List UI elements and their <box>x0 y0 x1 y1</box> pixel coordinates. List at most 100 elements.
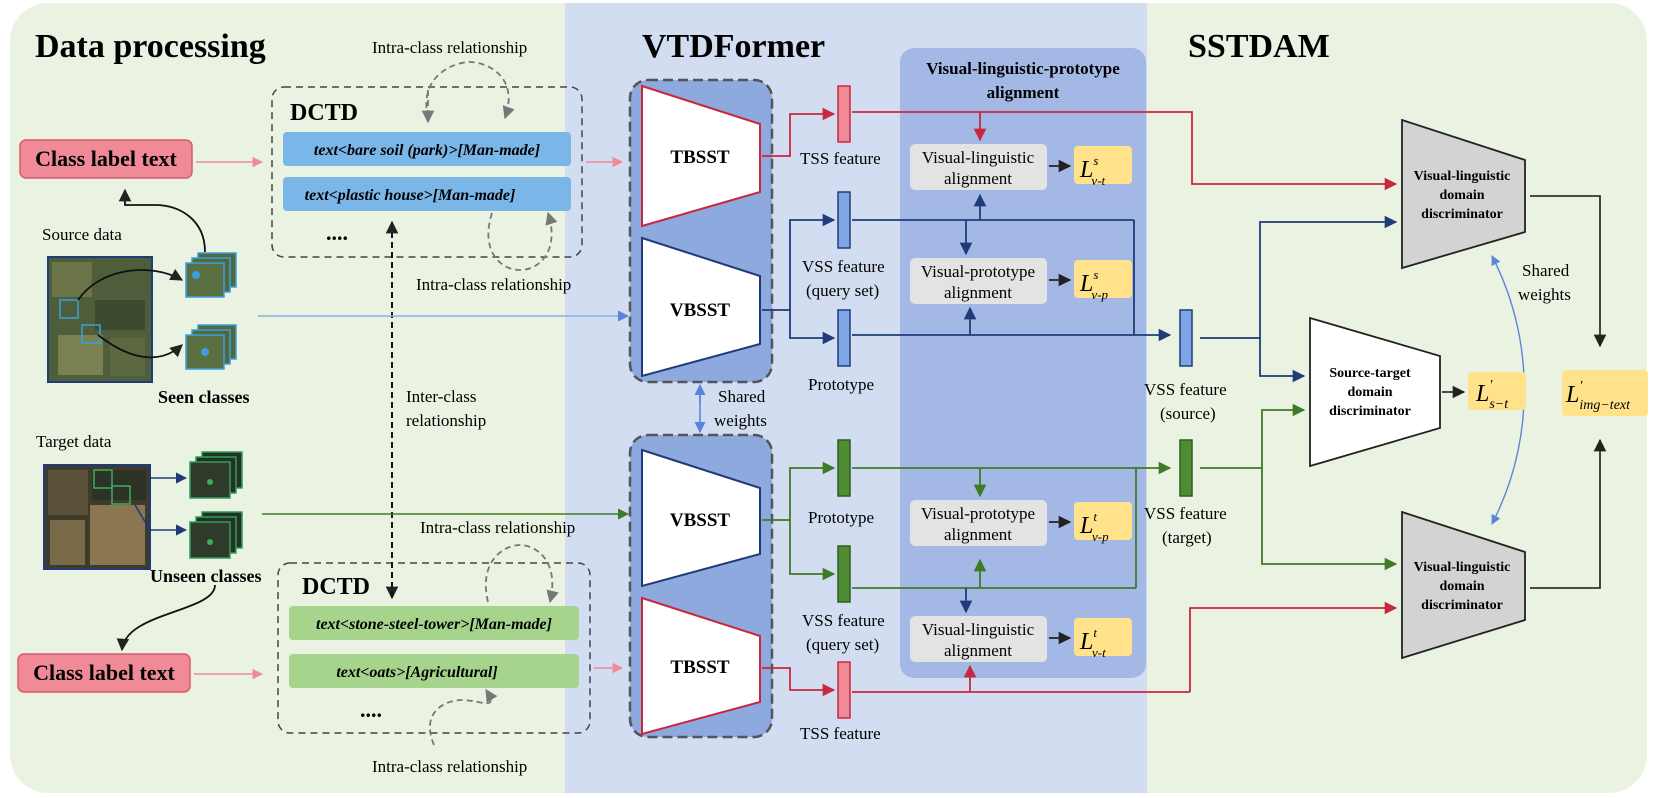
vl-disc-top-line1: Visual-linguistic <box>1414 169 1511 184</box>
tss-feature-bar-top <box>837 85 851 143</box>
svg-text:Lsv-t: Lsv-t <box>1079 153 1106 188</box>
section-title-data-processing: Data processing <box>35 28 266 65</box>
inter-class-label-line1: Inter-class <box>406 387 476 406</box>
class-label-text-top: Class label text <box>35 146 177 171</box>
text-bare-soil: text<bare soil (park)>[Man-made] <box>314 142 540 159</box>
vl-disc-top-line3: discriminator <box>1421 207 1503 222</box>
intra-class-label-4: Intra-class relationship <box>372 757 527 776</box>
svg-text:L'img−text: L'img−text <box>1565 379 1631 413</box>
vl-disc-bottom-line2: domain <box>1439 579 1484 594</box>
source-image <box>47 256 153 383</box>
st-disc-line3: discriminator <box>1329 404 1411 419</box>
st-disc-line1: Source-target <box>1329 366 1411 381</box>
ellipsis-bottom: .... <box>360 697 382 722</box>
seen-classes-label: Seen classes <box>158 387 250 407</box>
vss-source-label-line1: VSS feature <box>1144 380 1227 399</box>
intra-class-label-2: Intra-class relationship <box>416 275 571 294</box>
st-domain-discriminator <box>1309 316 1441 468</box>
svg-text:Lsv-p: Lsv-p <box>1079 267 1109 302</box>
vss-query-bar-top <box>837 191 851 249</box>
vss-source-label-line2: (source) <box>1160 404 1216 423</box>
class-label-box-bottom <box>17 653 191 693</box>
vbsst-bottom <box>641 448 761 588</box>
section-title-vtdformer: VTDFormer <box>642 28 825 65</box>
vss-source-bar <box>1179 309 1193 367</box>
dctd-box-top <box>271 86 583 258</box>
dctd-label-top: DCTD <box>290 100 358 126</box>
text-plastic-house: text<plastic house>[Man-made] <box>305 187 516 204</box>
vss-target-bar <box>1179 439 1193 497</box>
vp-align-box-bottom <box>910 500 1047 546</box>
tbsst-top-label: TBSST <box>670 147 729 168</box>
intra-class-label-1: Intra-class relationship <box>372 38 527 57</box>
vl-align-bottom-line2: alignment <box>944 641 1012 660</box>
vss-query-bar-bottom <box>837 545 851 603</box>
target-patch-stack-1 <box>189 451 243 499</box>
svg-text:L's−t: L's−t <box>1475 378 1509 412</box>
text-oats: text<oats>[Agricultural] <box>336 664 497 681</box>
vlp-title-line1: Visual-linguistic-prototype <box>926 59 1120 78</box>
tbsst-bottom-label: TBSST <box>670 657 729 678</box>
vl-align-bottom-line1: Visual-linguistic <box>922 620 1035 639</box>
st-disc-line2: domain <box>1347 385 1392 400</box>
target-patch-stack-2 <box>189 511 243 559</box>
vss-query-label-top-line2: (query set) <box>806 281 879 300</box>
shared-weights-sst-line2: weights <box>1518 285 1571 304</box>
vbsst-top <box>641 236 761 378</box>
vl-disc-bottom-line1: Visual-linguistic <box>1414 560 1511 575</box>
shared-weights-vtd-line1: Shared <box>718 387 766 406</box>
prototype-label-bottom: Prototype <box>808 508 874 527</box>
class-label-box-top <box>19 139 193 179</box>
target-image <box>43 464 151 570</box>
svg-text:Ltv-p: Ltv-p <box>1079 509 1109 544</box>
vl-align-top-line1: Visual-linguistic <box>922 148 1035 167</box>
vl-domain-discriminator-top <box>1401 118 1526 270</box>
prototype-label-top: Prototype <box>808 375 874 394</box>
vl-align-top-line2: alignment <box>944 169 1012 188</box>
vp-align-box-top <box>910 258 1047 304</box>
vss-query-label-top-line1: VSS feature <box>802 257 885 276</box>
prototype-bar-bottom <box>837 439 851 497</box>
loss-img-text: L'img−text <box>1562 370 1648 416</box>
vbsst-bottom-label: VBSST <box>670 510 731 531</box>
shared-weights-vtd-line2: weights <box>714 411 767 430</box>
tbsst-top <box>641 84 761 228</box>
text-box-bare-soil <box>283 132 571 166</box>
vss-query-label-bottom-line2: (query set) <box>806 635 879 654</box>
vbsst-top-label: VBSST <box>670 300 731 321</box>
vss-query-label-bottom-line1: VSS feature <box>802 611 885 630</box>
vp-align-top-line2: alignment <box>944 283 1012 302</box>
vl-disc-bottom-line3: discriminator <box>1421 598 1503 613</box>
tss-feature-bar-bottom <box>837 661 851 719</box>
svg-text:Ltv-t: Ltv-t <box>1079 625 1106 660</box>
vlp-title-line2: alignment <box>987 83 1060 102</box>
vp-align-bottom-line1: Visual-prototype <box>921 504 1035 523</box>
vl-align-box-bottom <box>910 616 1047 662</box>
tss-feature-label-top: TSS feature <box>800 149 881 168</box>
shared-weights-sst-line1: Shared <box>1522 261 1570 280</box>
section-title-sstdam: SSTDAM <box>1188 28 1330 65</box>
ellipsis-top: .... <box>326 220 348 245</box>
source-data-label: Source data <box>42 225 122 244</box>
tss-feature-label-bottom: TSS feature <box>800 724 881 743</box>
vl-disc-top-line2: domain <box>1439 188 1484 203</box>
vss-target-label-line1: VSS feature <box>1144 504 1227 523</box>
source-patch-stack-1 <box>185 252 237 298</box>
vlp-alignment-panel <box>900 48 1146 678</box>
unseen-classes-label: Unseen classes <box>150 566 262 586</box>
vp-align-bottom-line2: alignment <box>944 525 1012 544</box>
vss-target-label-line2: (target) <box>1162 528 1212 547</box>
intra-class-label-3: Intra-class relationship <box>420 518 575 537</box>
loss-source-target: L's−t <box>1468 372 1526 412</box>
prototype-bar-top <box>837 309 851 367</box>
vl-domain-discriminator-bottom <box>1401 510 1526 660</box>
dctd-box-bottom <box>277 562 591 734</box>
text-box-stone-steel <box>289 606 579 640</box>
vp-align-top-line1: Visual-prototype <box>921 262 1035 281</box>
